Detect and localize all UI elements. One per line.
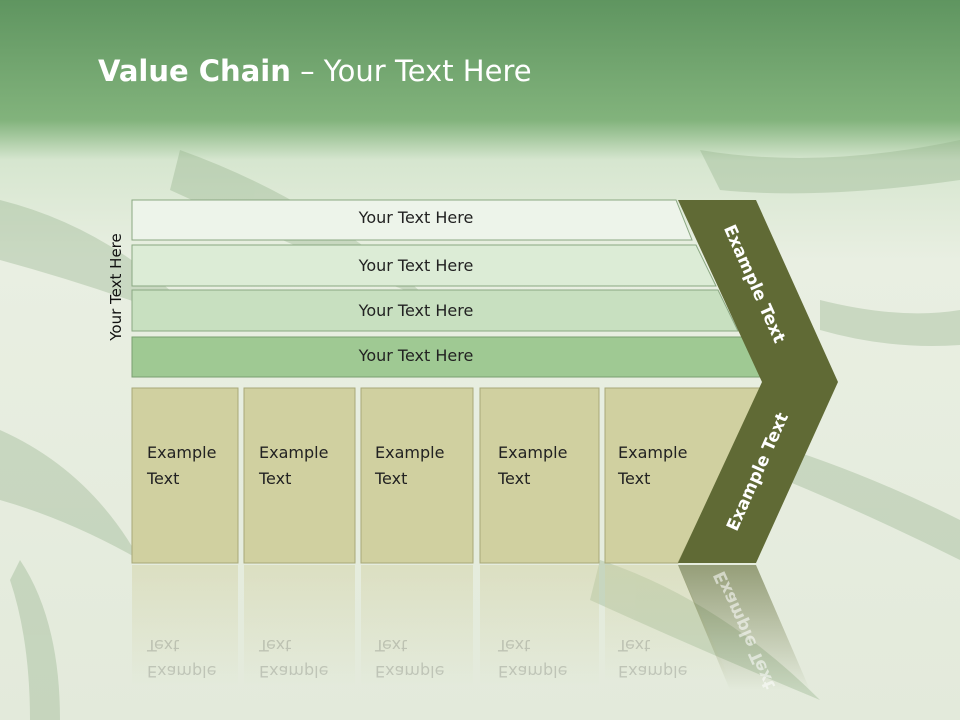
bar-1-shape [131,199,693,241]
box-4-line2: Text [498,469,531,488]
box-3-shape [360,387,474,564]
bar-3-label: Your Text Here [358,301,474,320]
title-bold: Value Chain [98,54,291,88]
bar-2-label: Your Text Here [358,256,474,275]
box-2-shape [243,387,356,564]
box-1-shape [131,387,239,564]
box-5-line1: Example [618,443,688,462]
box-4-line1: Example [498,443,568,462]
chevron-shape [678,200,838,563]
box-1-line2: Text [147,469,180,488]
bar-1-label: Your Text Here [358,208,474,227]
box-2-line2: Text [259,469,292,488]
bar-2-shape [131,244,717,287]
bar-3-shape [131,289,739,332]
box-1-line1: Example [147,443,217,462]
side-label: Your Text Here [107,233,125,341]
title-rest: – Your Text Here [290,54,532,88]
box-2-line1: Example [259,443,329,462]
bar-4-label: Your Text Here [358,346,474,365]
box-3-line2: Text [375,469,408,488]
box-4-shape [479,387,600,564]
box-3-line1: Example [375,443,445,462]
slide-title: Value Chain – Your Text Here [98,54,532,88]
box-5-line2: Text [618,469,651,488]
